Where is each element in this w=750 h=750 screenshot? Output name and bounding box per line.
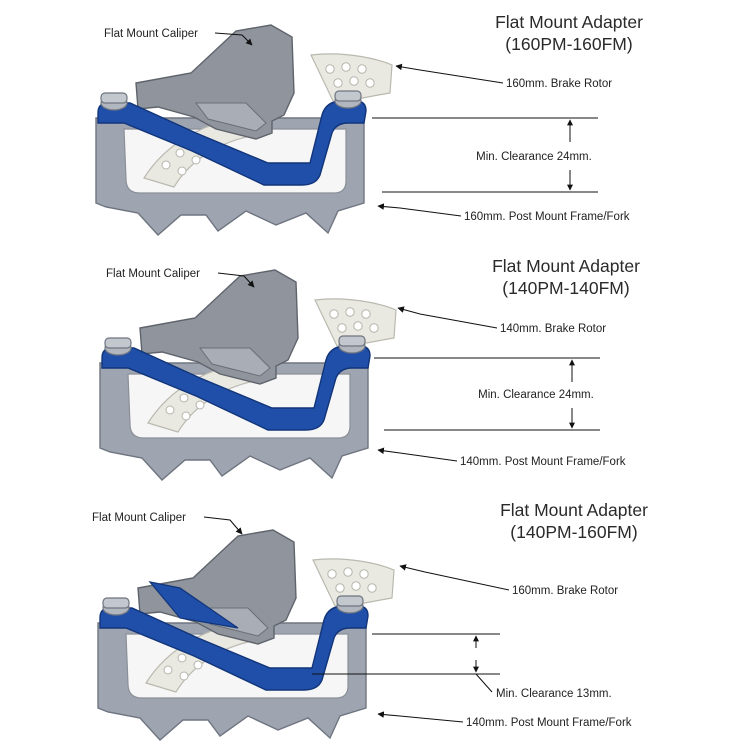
frame-label: 140mm. Post Mount Frame/Fork [460, 456, 626, 468]
panel-title-line2: (160PM-160FM) [505, 34, 632, 54]
frame-leader-line [377, 711, 464, 723]
rotor-leader-line [399, 564, 510, 591]
rotor-label: 160mm. Brake Rotor [506, 78, 612, 90]
adapter-assembly-illustration-3 [97, 529, 395, 741]
caliper-leader-line [217, 272, 255, 288]
clearance-label: Min. Clearance 13mm. [496, 688, 612, 700]
rotor-leader-line [397, 306, 498, 329]
adapter-spacer-wedge [148, 581, 239, 629]
panel-3: Flat Mount Adapter (140PM-160FM) Flat Mo… [92, 500, 648, 741]
frame-leader-line [377, 447, 458, 462]
adapter-assembly-illustration-2 [99, 269, 397, 481]
caliper-label: Flat Mount Caliper [106, 268, 200, 280]
caliper-label: Flat Mount Caliper [92, 512, 186, 524]
caliper-label: Flat Mount Caliper [104, 28, 198, 40]
frame-label: 160mm. Post Mount Frame/Fork [464, 211, 630, 223]
adapter-assembly-illustration-1 [95, 24, 393, 236]
clearance-leader-line [475, 673, 493, 693]
panel-title-line1: Flat Mount Adapter [500, 500, 648, 520]
caliper-leader-line [214, 32, 253, 46]
panel-2: Flat Mount Adapter (140PM-140FM) Flat Mo… [99, 256, 640, 481]
panel-title-line1: Flat Mount Adapter [495, 12, 643, 32]
frame-leader-line [377, 203, 462, 217]
panel-title-line2: (140PM-140FM) [502, 278, 629, 298]
clearance-label: Min. Clearance 24mm. [476, 151, 592, 163]
rotor-label: 160mm. Brake Rotor [512, 585, 618, 597]
panel-1: Flat Mount Adapter (160PM-160FM) Flat Mo… [95, 12, 643, 236]
rotor-leader-line [395, 63, 504, 84]
panel-title-line1: Flat Mount Adapter [492, 256, 640, 276]
clearance-label: Min. Clearance 24mm. [478, 389, 594, 401]
caliper-leader-line [203, 516, 243, 535]
panel-title-line2: (140PM-160FM) [510, 522, 637, 542]
rotor-label: 140mm. Brake Rotor [500, 323, 606, 335]
frame-label: 140mm. Post Mount Frame/Fork [466, 717, 632, 729]
